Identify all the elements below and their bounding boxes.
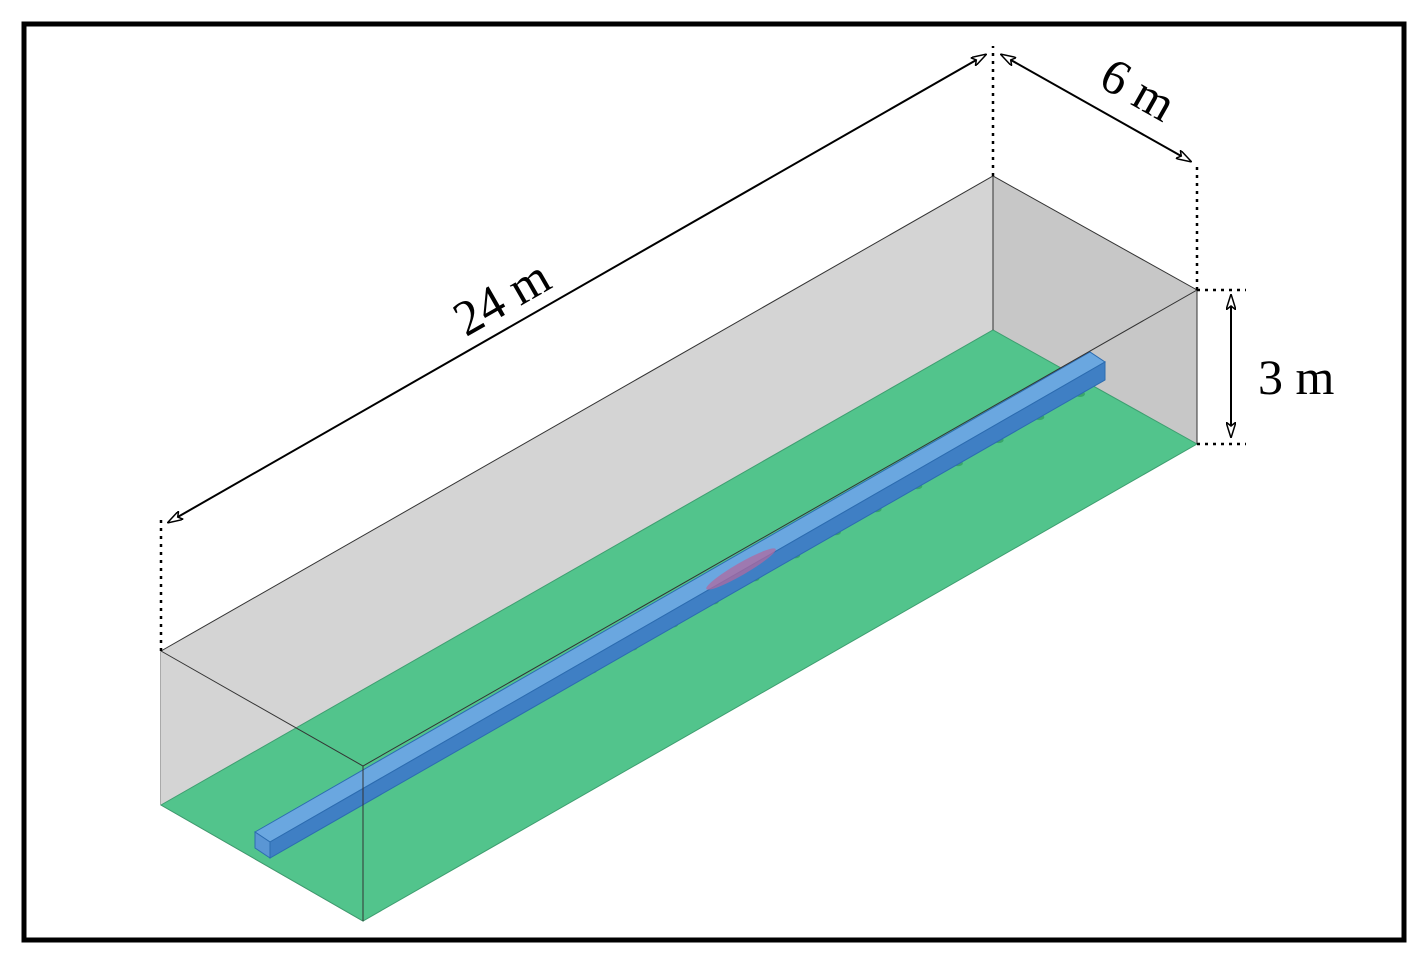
width-dimension-line (1002, 55, 1190, 161)
back-end-wall (993, 176, 1197, 444)
height-label: 3 m (1258, 349, 1335, 405)
outer-frame (21, 21, 1407, 943)
width-label: 6 m (1091, 46, 1185, 132)
source-marker (706, 548, 776, 590)
length-dimension-line (169, 55, 985, 522)
beam-end (254, 831, 271, 859)
